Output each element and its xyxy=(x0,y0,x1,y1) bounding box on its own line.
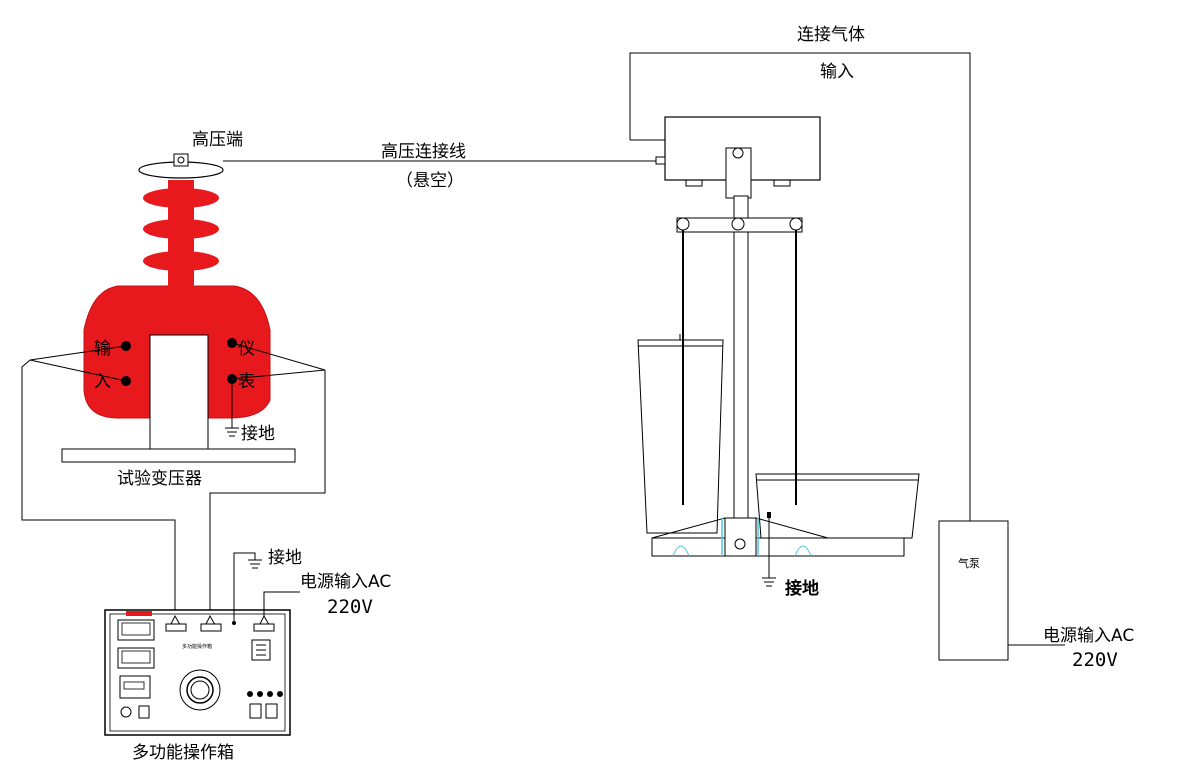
box-red-indicator xyxy=(126,611,152,616)
box-wiring xyxy=(233,552,300,623)
transformer-core-window xyxy=(149,334,209,450)
insulator-disc-1 xyxy=(143,188,219,208)
label-meter-2: 表 xyxy=(238,372,255,392)
label-ground-box: 接地 xyxy=(268,548,302,568)
label-meter-1: 仪 xyxy=(238,339,255,359)
apparatus-base xyxy=(651,537,905,557)
label-transformer-name: 试验变压器 xyxy=(117,469,202,489)
label-hv-terminal: 高压端 xyxy=(192,130,243,150)
label-hv-wire-1: 高压连接线 xyxy=(381,142,466,162)
stop-button xyxy=(265,703,278,719)
central-pole xyxy=(733,195,749,520)
left-tank xyxy=(637,339,724,534)
air-pump-box xyxy=(938,520,1009,661)
transformer-base-plate xyxy=(61,448,296,463)
transformer-wiring xyxy=(21,342,326,618)
label-power-pump-1: 电源输入AC xyxy=(1043,626,1134,646)
label-power-box-2: 220V xyxy=(327,596,373,618)
label-ground-tank: 接地 xyxy=(785,578,819,599)
label-power-pump-2: 220V xyxy=(1072,649,1118,671)
insulator-disc-2 xyxy=(143,219,219,239)
label-input-1: 输 xyxy=(94,339,111,359)
timer-display xyxy=(119,675,151,699)
insulator-disc-3 xyxy=(143,251,219,271)
right-tank xyxy=(755,473,920,539)
box-panel-title: 多功能操作箱 xyxy=(182,643,212,650)
oil-test-apparatus xyxy=(637,116,920,587)
label-hv-wire-2: （悬空） xyxy=(396,171,464,191)
gas-supply-line xyxy=(629,52,971,521)
hv-terminal-post xyxy=(173,153,189,167)
power-knob xyxy=(120,706,132,718)
label-power-box-1: 电源输入AC xyxy=(300,572,391,592)
start-button xyxy=(249,703,262,719)
label-box-name: 多功能操作箱 xyxy=(132,743,234,763)
multifunction-operation-box: 多功能操作箱 xyxy=(104,609,291,736)
label-gas-input-2: 输入 xyxy=(820,62,854,82)
label-input-2: 入 xyxy=(94,372,111,392)
test-transformer xyxy=(61,153,296,463)
voltage-regulator-knob xyxy=(179,669,221,711)
label-ground-transformer: 接地 xyxy=(241,424,275,444)
pole-head xyxy=(725,147,752,199)
label-pump: 气泵 xyxy=(958,556,980,570)
label-gas-input-1: 连接气体 xyxy=(797,25,865,45)
